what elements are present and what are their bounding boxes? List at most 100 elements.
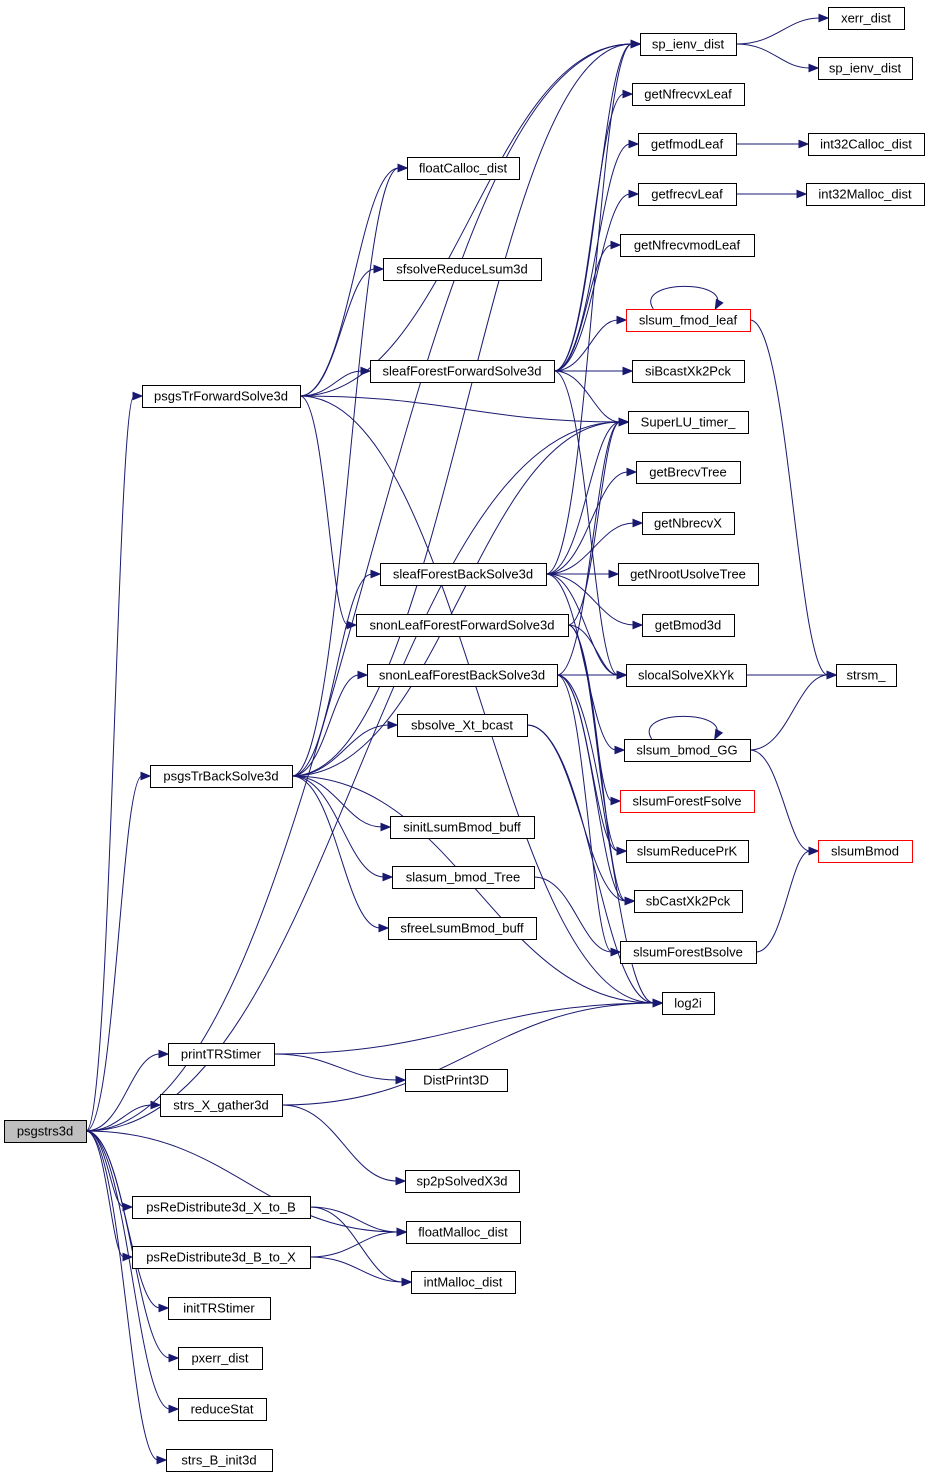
- node-sfsolvereducelsum3d[interactable]: sfsolveReduceLsum3d: [383, 258, 542, 281]
- edge-psredistribute3d-x-to-b-to-intmalloc-dist: [309, 1206, 413, 1287]
- node-sleafforestforwardsolve3d[interactable]: sleafForestForwardSolve3d: [370, 360, 555, 383]
- node-reducestat[interactable]: reduceStat: [178, 1398, 267, 1421]
- node-slsumbmod[interactable]: slsumBmod: [818, 840, 913, 863]
- node-psredistribute3d-b-to-x[interactable]: psReDistribute3d_B_to_X: [132, 1246, 311, 1269]
- edge-line: [526, 724, 655, 1004]
- node-inittrstimer[interactable]: initTRStimer: [168, 1297, 271, 1320]
- edge-sleafforestbacksolve3d-to-superlu-timer-: [545, 417, 630, 575]
- node-printtrstimer[interactable]: printTRStimer: [168, 1043, 275, 1066]
- node-box: [626, 309, 751, 332]
- node-floatcalloc-dist[interactable]: floatCalloc_dist: [407, 157, 520, 180]
- node-sp2psolvedx3d[interactable]: sp2pSolvedX3d: [405, 1170, 520, 1193]
- edge-arrowhead: [808, 846, 820, 856]
- edge-psgstrforwardsolve3d-to-superlu-timer-: [299, 395, 630, 427]
- edge-strs-x-gather3d-to-sp2psolvedx3d: [281, 1104, 407, 1186]
- node-snonleafforestforwardsolve3d[interactable]: snonLeafForestForwardSolve3d: [356, 614, 569, 637]
- node-xerr-dist[interactable]: xerr_dist: [828, 7, 905, 30]
- edge-snonleafforestforwardsolve3d-to-sbcastxk2pck: [567, 624, 636, 906]
- node-sibcastxk2pck[interactable]: siBcastXk2Pck: [632, 360, 745, 383]
- node-slsum-fmod-leaf[interactable]: slsum_fmod_leaf: [626, 309, 751, 332]
- edge-arrowhead: [168, 1353, 180, 1363]
- node-getbmod3d[interactable]: getBmod3d: [642, 614, 735, 637]
- node-box: [178, 1398, 267, 1421]
- node-distprint3d[interactable]: DistPrint3D: [405, 1069, 508, 1092]
- node-slsumforestfsolve[interactable]: slsumForestFsolve: [620, 790, 755, 813]
- node-label: sp_ienv_dist: [652, 37, 725, 52]
- edge-line: [85, 1130, 399, 1233]
- node-psgstrforwardsolve3d[interactable]: psgsTrForwardSolve3d: [142, 385, 301, 408]
- node-sbcastxk2pck[interactable]: sbCastXk2Pck: [634, 890, 743, 913]
- edge-psgstrforwardsolve3d-to-sfsolvereducelsum3d: [299, 264, 385, 397]
- node-int32calloc-dist[interactable]: int32Calloc_dist: [808, 133, 925, 156]
- node-box: [166, 1449, 273, 1472]
- edge-sp-ienv-dist-a-to-xerr-dist: [735, 13, 830, 45]
- node-snonleafforestbacksolve3d[interactable]: snonLeafForestBackSolve3d: [367, 664, 558, 687]
- edge-arrowhead: [622, 89, 634, 99]
- node-floatmalloc-dist[interactable]: floatMalloc_dist: [406, 1221, 521, 1244]
- node-box: [388, 917, 537, 940]
- node-slsumreduceprk[interactable]: slsumReducePrK: [626, 840, 749, 863]
- edge-sleafforestforwardsolve3d-to-getfmodleaf: [553, 139, 640, 372]
- edge-arrowhead: [357, 670, 369, 680]
- node-box: [640, 33, 737, 56]
- node-label: psReDistribute3d_X_to_B: [146, 1200, 296, 1215]
- node-label: sp2pSolvedX3d: [416, 1174, 507, 1189]
- edge-line: [291, 674, 360, 777]
- node-sfreelsumbmod-buff[interactable]: sfreeLsumBmod_buff: [388, 917, 537, 940]
- edge-psredistribute3d-x-to-b-to-floatmalloc-dist: [309, 1206, 408, 1237]
- node-getnrootusolvetree[interactable]: getNrootUsolveTree: [618, 563, 759, 586]
- node-label: snonLeafForestBackSolve3d: [379, 668, 545, 683]
- node-sbsolve-xt-bcast[interactable]: sbsolve_Xt_bcast: [397, 714, 528, 737]
- node-box: [397, 714, 528, 737]
- node-strs-x-gather3d[interactable]: strs_X_gather3d: [160, 1094, 283, 1117]
- node-getfrecvleaf[interactable]: getfrecvLeaf: [638, 183, 737, 206]
- node-box: [634, 890, 743, 913]
- node-getnbrecvx[interactable]: getNbrecvX: [642, 512, 735, 535]
- node-slasum-bmod-tree[interactable]: slasum_bmod_Tree: [392, 866, 535, 889]
- node-log2i[interactable]: log2i: [662, 992, 715, 1015]
- edge-slsum-bmod-gg-to-strsm-: [749, 670, 838, 751]
- node-sp-ienv-dist-b[interactable]: sp_ienv_dist: [818, 57, 913, 80]
- edge-arrowhead: [808, 63, 820, 73]
- node-slsumforestbsolve[interactable]: slsumForestBsolve: [620, 941, 757, 964]
- edge-line: [309, 1206, 404, 1283]
- node-label: DistPrint3D: [423, 1073, 489, 1088]
- node-label: pxerr_dist: [191, 1351, 248, 1366]
- node-int32malloc-dist[interactable]: int32Malloc_dist: [806, 183, 925, 206]
- edge-slsumforestbsolve-to-slsumbmod: [755, 846, 820, 953]
- node-strs-b-init3d[interactable]: strs_B_init3d: [166, 1449, 273, 1472]
- node-sinitlsumbmod-buff[interactable]: sinitLsumBmod_buff: [390, 816, 535, 839]
- edge-line: [309, 1206, 399, 1233]
- node-box: [836, 664, 897, 687]
- edge-line: [291, 573, 373, 777]
- node-pxerr-dist[interactable]: pxerr_dist: [178, 1347, 263, 1370]
- edge-sleafforestbacksolve3d-to-getnrootusolvetree: [546, 569, 620, 579]
- node-intmalloc-dist[interactable]: intMalloc_dist: [411, 1271, 516, 1294]
- edge-psgstrbacksolve3d-to-slasum-bmod-tree: [291, 775, 394, 882]
- edge-sleafforestforwardsolve3d-to-sibcastxk2pck: [553, 366, 634, 376]
- node-getnfrecvxleaf[interactable]: getNfrecvxLeaf: [632, 83, 745, 106]
- node-slsum-bmod-gg[interactable]: slsum_bmod_GG: [624, 739, 751, 762]
- node-sp-ienv-dist-a[interactable]: sp_ienv_dist: [640, 33, 737, 56]
- node-getnfrecvmodleaf[interactable]: getNfrecvmodLeaf: [620, 234, 755, 257]
- node-superlu-timer-[interactable]: SuperLU_timer_: [628, 411, 749, 434]
- node-sleafforestbacksolve3d[interactable]: sleafForestBackSolve3d: [380, 563, 547, 586]
- node-label: floatMalloc_dist: [418, 1225, 508, 1240]
- edge-line: [553, 93, 625, 372]
- node-strsm-[interactable]: strsm_: [836, 664, 897, 687]
- edge-line: [735, 17, 821, 45]
- node-label: strsm_: [847, 668, 887, 683]
- node-getfmodleaf[interactable]: getfmodLeaf: [638, 133, 737, 156]
- node-label: strs_B_init3d: [181, 1453, 256, 1468]
- edge-sleafforestforwardsolve3d-to-slsum-fmod-leaf: [553, 315, 628, 372]
- node-box: [818, 57, 913, 80]
- node-psgstrs3d[interactable]: psgstrs3d: [4, 1120, 87, 1143]
- node-box: [168, 1043, 275, 1066]
- edge-line: [749, 674, 829, 751]
- edge-line: [545, 421, 621, 575]
- node-getbrecvtree[interactable]: getBrecvTree: [636, 461, 741, 484]
- node-psgstrbacksolve3d[interactable]: psgsTrBackSolve3d: [150, 765, 293, 788]
- node-psredistribute3d-x-to-b[interactable]: psReDistribute3d_X_to_B: [132, 1196, 311, 1219]
- edge-line: [85, 1130, 159, 1461]
- node-slocalsolvexkyk[interactable]: slocalSolveXkYk: [626, 664, 747, 687]
